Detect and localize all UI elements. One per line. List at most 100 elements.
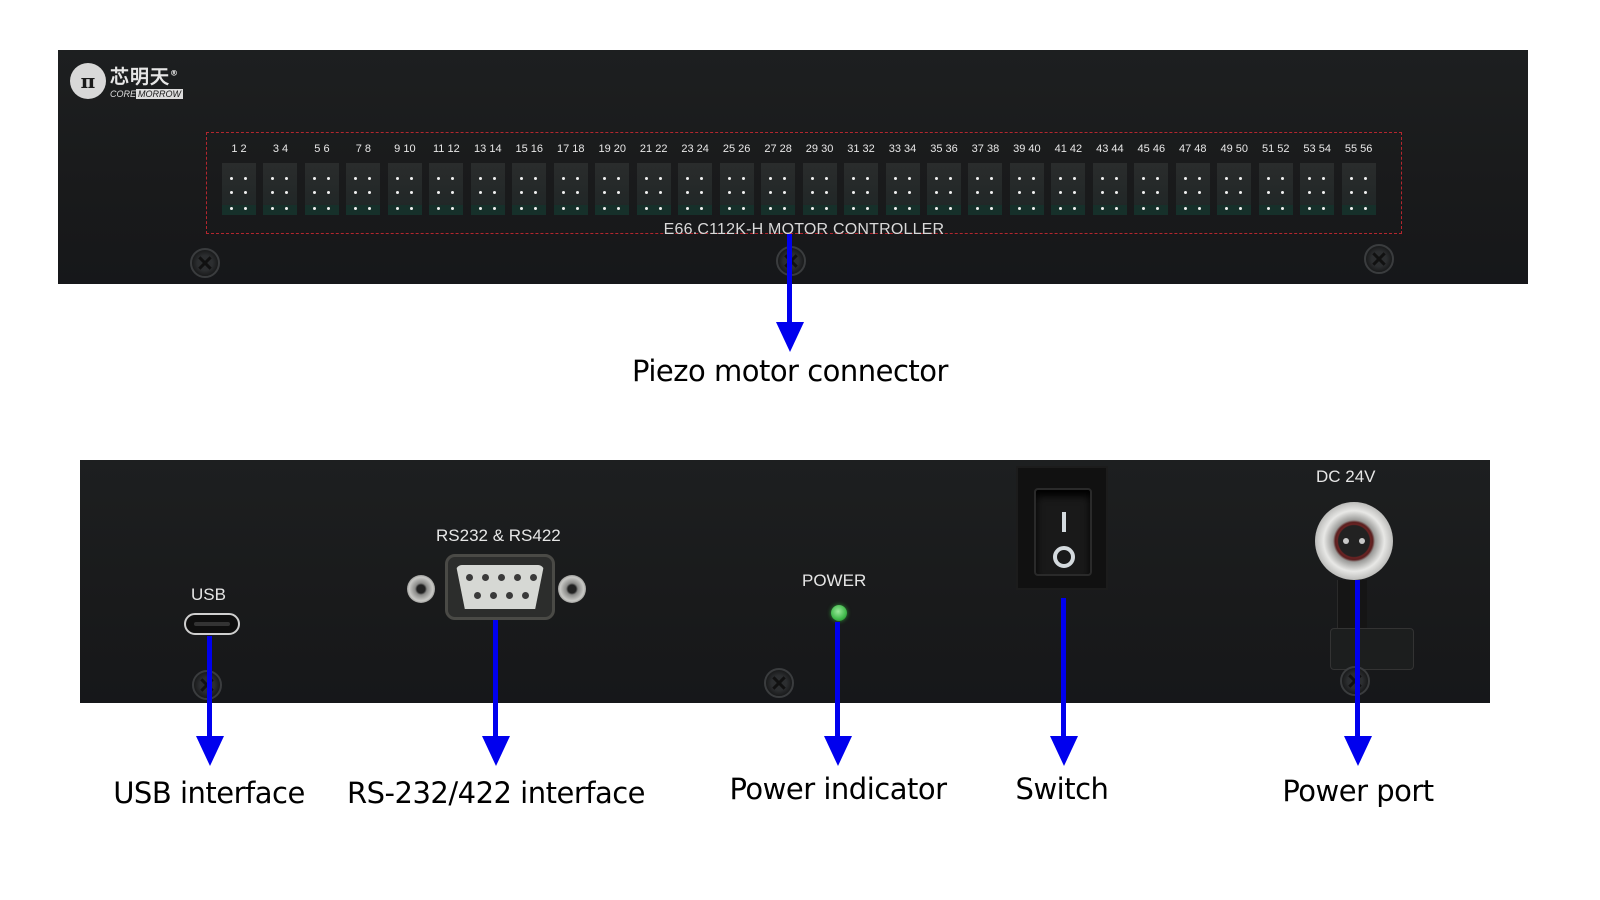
pin bbox=[948, 191, 952, 194]
motor-connector-port[interactable]: 31 32 bbox=[843, 143, 879, 215]
connector-number-label: 31 32 bbox=[847, 143, 875, 155]
motor-connector-port[interactable]: 25 26 bbox=[719, 143, 755, 215]
pin bbox=[1280, 207, 1284, 210]
pin bbox=[1100, 207, 1104, 210]
motor-connector-port[interactable]: 17 18 bbox=[553, 143, 589, 215]
usb-label: USB bbox=[191, 585, 226, 604]
pin-header bbox=[512, 163, 547, 215]
motor-connector-port[interactable]: 49 50 bbox=[1216, 143, 1252, 215]
connector-number-label: 49 50 bbox=[1220, 143, 1249, 155]
pin bbox=[244, 191, 247, 194]
pin-header bbox=[802, 163, 837, 215]
motor-connector-port[interactable]: 3 4 bbox=[262, 143, 298, 215]
connector-number-label: 19 20 bbox=[598, 143, 626, 155]
motor-connector-port[interactable]: 27 28 bbox=[760, 143, 796, 215]
pin-header bbox=[678, 163, 713, 215]
dust-cap bbox=[1330, 628, 1414, 670]
connector-number-label: 9 10 bbox=[394, 143, 416, 155]
pin bbox=[492, 191, 496, 194]
pin bbox=[1059, 191, 1063, 194]
motor-connector-port[interactable]: 47 48 bbox=[1175, 143, 1211, 215]
motor-connector-port[interactable]: 37 38 bbox=[967, 143, 1003, 215]
pin bbox=[1031, 177, 1035, 180]
pin bbox=[810, 177, 814, 180]
motor-connector-port[interactable]: 15 16 bbox=[511, 143, 547, 215]
pin bbox=[575, 191, 579, 194]
motor-connector-port[interactable]: 9 10 bbox=[387, 143, 423, 215]
hex-standoff-icon bbox=[407, 575, 435, 603]
pin bbox=[741, 177, 745, 180]
motor-connector-port[interactable]: 33 34 bbox=[885, 143, 921, 215]
pin bbox=[907, 191, 911, 194]
dc-power-jack[interactable] bbox=[1315, 502, 1393, 580]
pin bbox=[990, 207, 994, 210]
usb-c-port[interactable] bbox=[184, 613, 240, 635]
pin bbox=[1349, 177, 1353, 180]
pin bbox=[451, 207, 455, 210]
db9-serial-port[interactable] bbox=[445, 554, 555, 620]
pin bbox=[1114, 177, 1118, 180]
motor-connector-port[interactable]: 43 44 bbox=[1092, 143, 1128, 215]
motor-connector-port[interactable]: 19 20 bbox=[594, 143, 630, 215]
pin bbox=[810, 207, 814, 210]
pin bbox=[1266, 207, 1270, 210]
pin-header bbox=[1134, 163, 1169, 215]
motor-connector-port[interactable]: 29 30 bbox=[802, 143, 838, 215]
pin bbox=[368, 191, 372, 194]
pin bbox=[326, 191, 330, 194]
pin bbox=[534, 177, 538, 180]
pin-header bbox=[636, 163, 671, 215]
db9-pin-hole bbox=[506, 592, 513, 599]
pin bbox=[1114, 191, 1118, 194]
brand-mark-icon: π bbox=[70, 62, 106, 99]
pin bbox=[824, 207, 828, 210]
pin bbox=[1017, 191, 1021, 194]
pin bbox=[783, 207, 787, 210]
motor-connector-port[interactable]: 7 8 bbox=[345, 143, 381, 215]
connector-number-label: 35 36 bbox=[930, 143, 958, 155]
motor-connector-port[interactable]: 51 52 bbox=[1258, 143, 1294, 215]
serial-label: RS232 & RS422 bbox=[436, 526, 561, 545]
pin bbox=[934, 191, 938, 194]
pin-header bbox=[1051, 163, 1086, 215]
pin-header bbox=[1092, 163, 1127, 215]
pin bbox=[285, 177, 289, 180]
pin bbox=[1197, 177, 1201, 180]
db9-pin-hole bbox=[514, 574, 521, 581]
pin bbox=[686, 177, 690, 180]
pin bbox=[520, 207, 524, 210]
motor-connector-port[interactable]: 55 56 bbox=[1341, 143, 1377, 215]
pin-header bbox=[470, 163, 505, 215]
pin bbox=[741, 191, 745, 194]
pin bbox=[866, 207, 870, 210]
pin bbox=[686, 207, 690, 210]
pin bbox=[326, 177, 330, 180]
connector-number-label: 45 46 bbox=[1137, 143, 1166, 155]
motor-connector-port[interactable]: 13 14 bbox=[470, 143, 506, 215]
motor-connector-port[interactable]: 23 24 bbox=[677, 143, 713, 215]
motor-connector-port[interactable]: 21 22 bbox=[636, 143, 672, 215]
arrow-down-icon bbox=[190, 636, 230, 768]
pin-header bbox=[346, 163, 381, 215]
power-switch[interactable] bbox=[1016, 466, 1108, 590]
motor-connector-port[interactable]: 45 46 bbox=[1133, 143, 1169, 215]
pin-header bbox=[1258, 163, 1293, 215]
pin bbox=[948, 207, 952, 210]
connector-number-label: 1 2 bbox=[231, 143, 247, 155]
pin bbox=[990, 177, 994, 180]
connector-number-label: 43 44 bbox=[1096, 143, 1124, 155]
pin-header bbox=[1217, 163, 1252, 215]
motor-connector-port[interactable]: 53 54 bbox=[1299, 143, 1335, 215]
switch-rocker[interactable] bbox=[1034, 488, 1092, 576]
motor-connector-port[interactable]: 1 2 bbox=[221, 143, 257, 215]
motor-connector-port[interactable]: 11 12 bbox=[428, 143, 464, 215]
connector-number-label: 13 14 bbox=[474, 143, 502, 155]
pin bbox=[1114, 207, 1118, 210]
motor-connector-port[interactable]: 35 36 bbox=[926, 143, 962, 215]
motor-connector-port[interactable]: 39 40 bbox=[1009, 143, 1045, 215]
motor-connector-port[interactable]: 41 42 bbox=[1050, 143, 1086, 215]
motor-connector-port[interactable]: 5 6 bbox=[304, 143, 340, 215]
pin bbox=[451, 177, 455, 180]
pin bbox=[1239, 191, 1243, 194]
